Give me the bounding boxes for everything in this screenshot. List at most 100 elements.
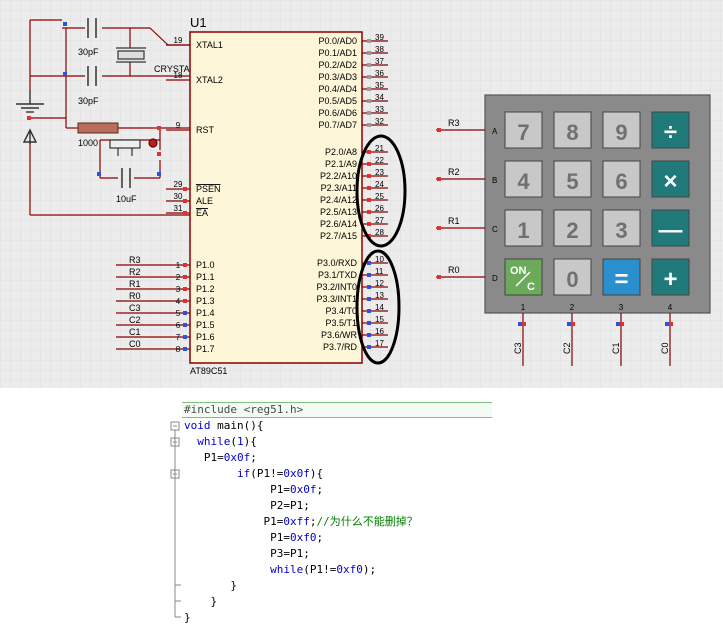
key-15[interactable]: + — [651, 258, 690, 296]
capacitor-10uf[interactable] — [121, 168, 131, 188]
key-on-label: ON — [510, 265, 527, 277]
key-13[interactable]: 0 — [553, 258, 592, 296]
pin-number-9: 9 — [176, 121, 181, 130]
code-token: ){ — [309, 467, 324, 480]
net-label-r1: R1 — [129, 279, 141, 289]
pin-label-p1-2: P1.2 — [196, 284, 215, 294]
code-line[interactable]: P3=P1; — [184, 546, 310, 562]
pin-number-17: 17 — [375, 339, 384, 348]
keypad-col-net-c0: C0 — [660, 342, 670, 354]
pin-state-marker — [183, 335, 187, 339]
key-7[interactable]: × — [651, 160, 690, 198]
keypad-col-num-1: 1 — [521, 303, 526, 312]
pin-number-19: 19 — [174, 36, 183, 45]
pin-state-marker — [367, 186, 371, 190]
resistor-1000[interactable] — [77, 122, 119, 134]
pin-state-marker — [367, 123, 371, 127]
pin-state-marker — [367, 63, 371, 67]
key-6[interactable]: 6 — [602, 160, 641, 198]
code-line[interactable]: } — [184, 578, 237, 594]
code-token: void — [184, 419, 211, 432]
pin-state-marker — [183, 211, 187, 215]
pin-number-27: 27 — [375, 216, 384, 225]
key-3[interactable]: ÷ — [651, 111, 690, 149]
pin-number-10: 10 — [375, 255, 384, 264]
key-11[interactable]: — — [651, 209, 690, 247]
code-token: P1= — [184, 483, 290, 496]
pin-state-marker — [367, 75, 371, 79]
pin-number-14: 14 — [375, 303, 384, 312]
pin-number-28: 28 — [375, 228, 384, 237]
label-crystal: CRYSTAL — [154, 64, 195, 74]
code-line[interactable]: P1=0xff;//为什么不能删掉？ — [184, 514, 418, 530]
code-line[interactable]: P1=0x0f; — [184, 450, 257, 466]
reset-button[interactable] — [109, 138, 158, 156]
keypad-col-num-4: 4 — [668, 303, 673, 312]
code-token: ); — [362, 563, 377, 576]
key-8[interactable]: 1 — [504, 209, 543, 247]
code-line[interactable]: P1=0xf0; — [184, 530, 323, 546]
code-line[interactable]: } — [184, 610, 191, 626]
key-12[interactable]: ONC — [504, 258, 543, 296]
code-token: 0xff — [283, 515, 310, 528]
pin-state-marker — [367, 87, 371, 91]
p0-pin-label-6: P0.6/AD6 — [318, 108, 357, 118]
key-label: 6 — [615, 169, 627, 194]
pin-number-36: 36 — [375, 69, 384, 78]
key-5[interactable]: 5 — [553, 160, 592, 198]
key-label: = — [614, 266, 628, 293]
chip-part: AT89C51 — [190, 366, 227, 376]
code-token: //为什么不能删掉？ — [316, 515, 418, 528]
code-line[interactable]: P2=P1; — [184, 498, 310, 514]
pin-state-marker — [367, 198, 371, 202]
code-line[interactable]: while(1){ — [184, 434, 257, 450]
code-line[interactable]: if(P1!=0x0f){ — [184, 466, 323, 482]
code-token — [184, 435, 197, 448]
pin-number-18: 18 — [174, 71, 183, 80]
keypad-col-net-c1: C1 — [611, 342, 621, 354]
code-line[interactable]: P1=0x0f; — [184, 482, 323, 498]
pin-state-marker — [367, 174, 371, 178]
p2-pin-label-6: P2.6/A14 — [320, 219, 357, 229]
code-token: 1 — [237, 435, 244, 448]
code-line[interactable]: while(P1!=0xf0); — [184, 562, 376, 578]
pin-state-marker — [665, 322, 669, 326]
pin-state-marker — [620, 322, 624, 326]
key-0[interactable]: 7 — [504, 111, 543, 149]
schematic-canvas[interactable]: 30pF 30pF CRYSTAL 1000 10uF U1 AT89C51 1… — [0, 0, 723, 388]
p3-pin-label-1: P3.1/TXD — [318, 270, 358, 280]
pin-number-16: 16 — [375, 327, 384, 336]
pin-state-marker — [367, 222, 371, 226]
code-editor[interactable]: #include <reg51.h>void main(){ while(1){… — [168, 401, 492, 629]
key-10[interactable]: 3 — [602, 209, 641, 247]
keypad-row-letter-c: C — [492, 225, 498, 234]
key-4[interactable]: 4 — [504, 160, 543, 198]
label-30pf-top: 30pF — [78, 47, 99, 57]
key-1[interactable]: 8 — [553, 111, 592, 149]
pin-number-38: 38 — [375, 45, 384, 54]
pin-number-15: 15 — [375, 315, 384, 324]
key-9[interactable]: 2 — [553, 209, 592, 247]
keypad-net-r1: R1 — [448, 216, 460, 226]
code-line[interactable]: #include <reg51.h> — [184, 402, 303, 418]
crystal[interactable] — [116, 47, 146, 63]
pin-number-30: 30 — [174, 192, 183, 201]
pin-number-13: 13 — [375, 291, 384, 300]
key-14[interactable]: = — [602, 258, 641, 296]
code-line[interactable]: } — [184, 594, 217, 610]
code-token: P1= — [184, 451, 224, 464]
pin-number-29: 29 — [174, 180, 183, 189]
p3-pin-label-7: P3.7/RD — [323, 342, 358, 352]
p3-pin-label-4: P3.4/T0 — [325, 306, 357, 316]
capacitor-30pf-top[interactable] — [87, 18, 97, 38]
net-label-r2: R2 — [129, 267, 141, 277]
code-token — [184, 563, 270, 576]
keypad-col-net-c3: C3 — [513, 342, 523, 354]
code-line[interactable]: void main(){ — [184, 418, 263, 434]
component-markers — [27, 22, 161, 176]
key-2[interactable]: 9 — [602, 111, 641, 149]
pin-number-4: 4 — [176, 297, 181, 306]
chip-body[interactable] — [189, 31, 363, 364]
pin-label-p1-5: P1.5 — [196, 320, 215, 330]
capacitor-30pf-bottom[interactable] — [87, 66, 97, 86]
